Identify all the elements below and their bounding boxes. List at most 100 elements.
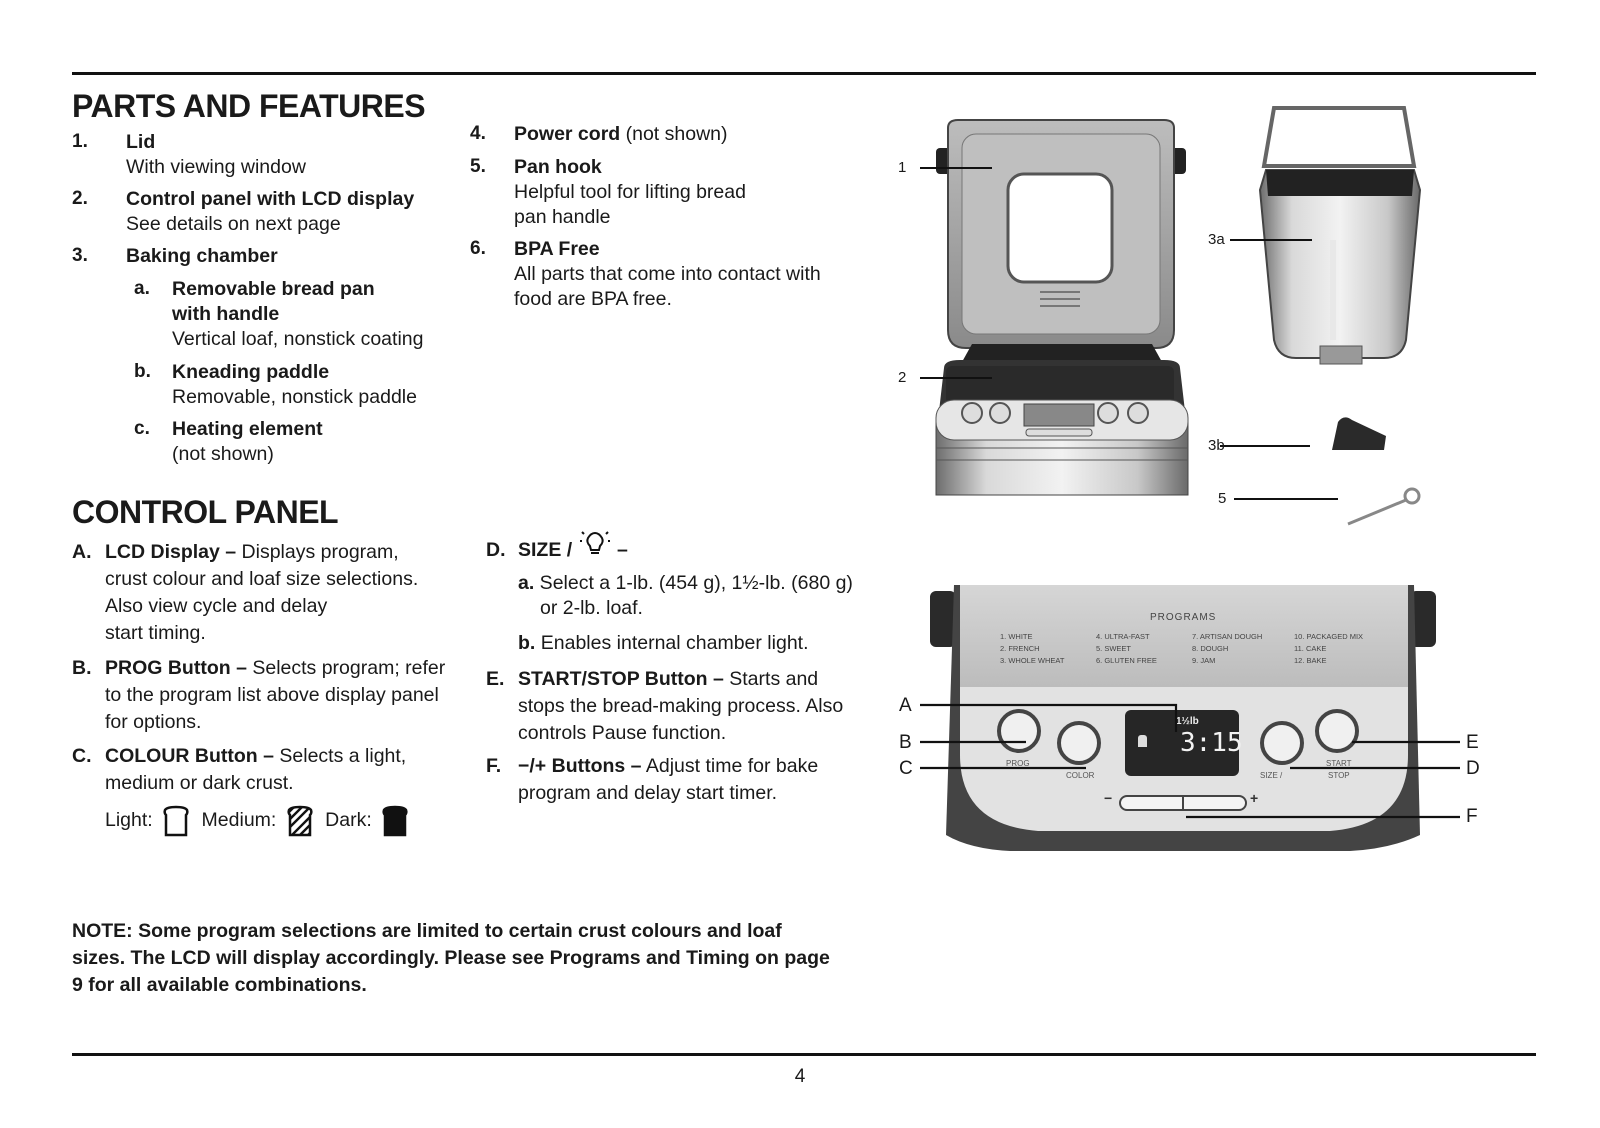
light-crust-icon xyxy=(163,805,189,837)
program-item: 9. JAM xyxy=(1192,656,1216,665)
page-number: 4 xyxy=(794,1066,806,1087)
size-button-label: SIZE / xyxy=(1260,771,1283,780)
control-text: for options. xyxy=(105,711,202,733)
item-desc: Helpful tool for lifting bread xyxy=(514,181,746,203)
control-text: Displays program, xyxy=(236,541,399,563)
item-num: 5. xyxy=(470,156,486,177)
program-item: 3. WHOLE WHEAT xyxy=(1000,656,1065,665)
program-item: 5. SWEET xyxy=(1096,644,1132,653)
control-line: a. Select a 1-lb. (454 g), 1½-lb. (680 g… xyxy=(518,571,853,596)
program-item: 6. GLUTEN FREE xyxy=(1096,656,1157,665)
item-num: 6. xyxy=(470,238,486,259)
control-text: to the program list above display panel xyxy=(105,684,439,706)
control-text: program and delay start timer. xyxy=(518,782,778,804)
stop-button-label: STOP xyxy=(1328,771,1350,780)
crust-medium-label: Medium: xyxy=(201,809,277,832)
control-text: Enables internal chamber light. xyxy=(535,632,809,654)
control-letter: B. xyxy=(72,657,92,679)
item-desc: See details on next page xyxy=(126,213,341,235)
lcd-size: 1½lb xyxy=(1176,716,1199,727)
control-heading: CONTROL PANEL xyxy=(72,494,339,530)
item-suffix: (not shown) xyxy=(620,123,728,145)
control-text: stops the bread-making process. Also xyxy=(518,695,844,717)
control-title: COLOUR Button – xyxy=(105,745,274,767)
light-bulb-icon xyxy=(579,531,610,554)
plus-label: + xyxy=(1250,790,1259,806)
colour-button-label: COLOR xyxy=(1066,771,1095,780)
control-line: LCD Display – Displays program, xyxy=(105,540,399,565)
item-title: with handle xyxy=(172,303,280,325)
control-text: Also view cycle and delay xyxy=(105,595,328,617)
callout-A: A xyxy=(899,695,912,716)
item-num: c. xyxy=(134,418,150,439)
item-title: Removable bread pan xyxy=(172,278,375,300)
control-line: PROG Button – Selects program; refer xyxy=(105,656,445,681)
item-title: Power cord xyxy=(514,123,621,145)
item-desc: food are BPA free. xyxy=(514,288,672,310)
control-title: PROG Button – xyxy=(105,657,247,679)
control-line: START/STOP Button – Starts and xyxy=(518,667,818,692)
control-dash: – xyxy=(617,539,628,561)
control-text: Select a 1-lb. (454 g), 1½-lb. (680 g) xyxy=(534,572,853,594)
control-letter: D. xyxy=(486,539,506,561)
item-title: Pan hook xyxy=(514,156,602,178)
control-letter: C. xyxy=(72,745,92,767)
control-line: SIZE / – xyxy=(518,531,628,563)
item-num: a. xyxy=(134,278,150,299)
control-text: or 2-lb. loaf. xyxy=(540,597,643,619)
minus-label: − xyxy=(1104,790,1113,806)
bottom-rule xyxy=(72,1053,1536,1056)
control-title: SIZE / xyxy=(518,539,573,561)
item-desc: Removable, nonstick paddle xyxy=(172,386,417,408)
control-text: crust colour and loaf size selections. xyxy=(105,568,419,590)
control-text: Adjust time for bake xyxy=(641,755,819,777)
control-title: −/+ Buttons – xyxy=(518,755,642,777)
program-item: 11. CAKE xyxy=(1294,644,1327,653)
crust-legend: Light: Medium: Dark: xyxy=(105,805,415,837)
top-rule xyxy=(72,72,1536,75)
prog-button-label: PROG xyxy=(1006,759,1030,768)
control-line: −/+ Buttons – Adjust time for bake xyxy=(518,754,818,779)
medium-crust-icon xyxy=(287,805,313,837)
crust-dark-label: Dark: xyxy=(325,809,372,832)
item-line: Power cord (not shown) xyxy=(514,122,728,147)
sub-label: b. xyxy=(518,632,536,654)
program-item: 12. BAKE xyxy=(1294,656,1327,665)
product-illustration xyxy=(920,106,1422,526)
dark-crust-icon xyxy=(382,805,408,837)
parts-heading: PARTS AND FEATURES xyxy=(72,88,426,124)
item-num: 2. xyxy=(72,188,88,209)
item-title: Lid xyxy=(126,131,156,153)
item-title: Baking chamber xyxy=(126,245,278,267)
item-num: 4. xyxy=(470,123,486,144)
control-text: medium or dark crust. xyxy=(105,772,294,794)
program-item: 4. ULTRA-FAST xyxy=(1096,632,1150,641)
control-letter: E. xyxy=(486,668,505,690)
callout-F: F xyxy=(1466,806,1478,827)
control-text: start timing. xyxy=(105,622,206,644)
label-5: 5 xyxy=(1218,490,1227,507)
lcd-loaf-icon xyxy=(1138,735,1147,747)
pan-hook-illustration xyxy=(1347,487,1421,526)
item-title: Kneading paddle xyxy=(172,361,330,383)
start-button-label: START xyxy=(1326,759,1352,768)
control-title: LCD Display – xyxy=(105,541,237,563)
control-text: Selects a light, xyxy=(273,745,407,767)
crust-light-label: Light: xyxy=(105,809,153,832)
item-num: b. xyxy=(134,361,151,382)
label-3a: 3a xyxy=(1208,231,1225,248)
callout-B: B xyxy=(899,732,912,753)
item-desc: All parts that come into contact with xyxy=(514,263,821,285)
item-num: 1. xyxy=(72,131,88,152)
control-line: b. Enables internal chamber light. xyxy=(518,631,809,656)
item-desc: pan handle xyxy=(514,206,611,228)
callout-C: C xyxy=(899,758,913,779)
control-text: Starts and xyxy=(723,668,819,690)
program-item: 2. FRENCH xyxy=(1000,644,1040,653)
program-item: 1. WHITE xyxy=(1000,632,1033,641)
item-desc: Vertical loaf, nonstick coating xyxy=(172,328,424,350)
label-2: 2 xyxy=(898,369,907,386)
lcd-time: 3:15 xyxy=(1180,728,1243,758)
label-3b: 3b xyxy=(1208,437,1225,454)
